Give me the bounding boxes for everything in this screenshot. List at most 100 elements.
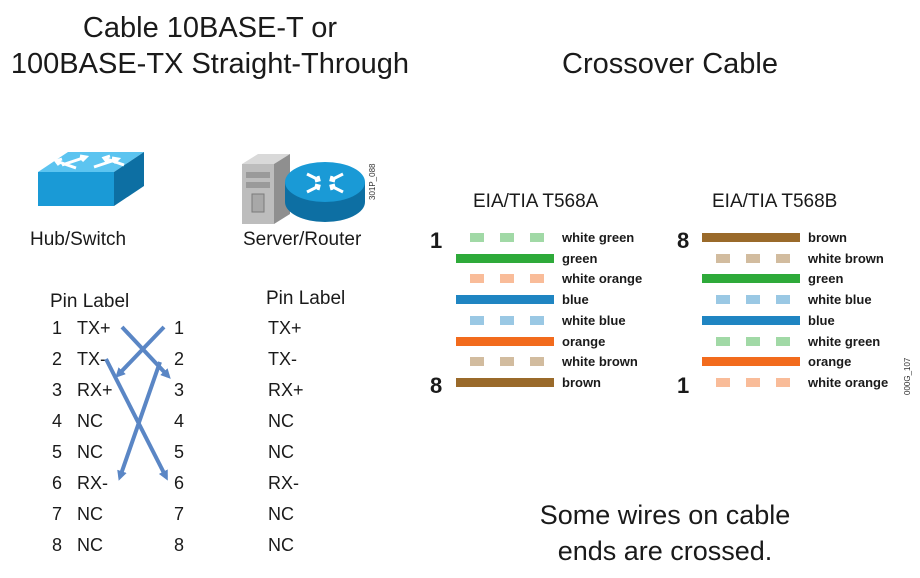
- right-pin-signal: TX-: [268, 349, 297, 369]
- t568b-wire-stripe: [746, 253, 760, 263]
- t568a-wire: white green: [456, 230, 676, 248]
- t568a-wire-label: white brown: [562, 354, 638, 370]
- t568a-wire-stripe: [470, 274, 484, 284]
- router-icon: [285, 162, 365, 222]
- t568a-wire: white brown: [456, 354, 676, 372]
- left-pin-signal: NC: [77, 535, 103, 555]
- straight-title-line-2: 100BASE-TX Straight-Through: [10, 48, 410, 80]
- t568b-wire-stripe: [776, 253, 790, 263]
- t568a-wire: white blue: [456, 313, 676, 331]
- left-pin-number: 5: [52, 442, 63, 462]
- t568b-wire-stripe: [746, 295, 760, 305]
- right-pin-signal: NC: [268, 411, 294, 431]
- t568b-wire: brown: [702, 230, 912, 248]
- t568b-wire: white blue: [702, 292, 912, 310]
- left-pin-number: 8: [52, 535, 63, 555]
- t568a-wire-list: white green green white orange blue white bl…: [456, 230, 676, 393]
- t568b-wire: blue: [702, 312, 912, 331]
- t568b-wire: white green: [702, 333, 912, 352]
- t568b-wire-stripe: [716, 377, 730, 387]
- t568b-wire-label: white orange: [808, 374, 889, 390]
- t568b-pin-1: 1: [677, 373, 690, 398]
- t568b-wire-stripe: [776, 336, 790, 346]
- straight-through-title: Cable 10BASE-T or 100BASE-TX Straight-Th…: [10, 10, 410, 82]
- right-pin-number: 5: [174, 442, 185, 462]
- t568b-wire-label: white blue: [808, 292, 872, 308]
- crossover-note-line-1: Some wires on cable: [539, 500, 791, 530]
- right-pin-signal: RX-: [268, 473, 299, 493]
- left-pin-signal: NC: [77, 442, 103, 462]
- hub-switch-icon: [38, 152, 144, 206]
- t568b-wire-label: green: [808, 271, 844, 287]
- crossover-note-line-2: ends are crossed.: [557, 536, 773, 566]
- t568b-wire-label: blue: [808, 312, 835, 328]
- t568a-pin-1: 1: [430, 228, 443, 253]
- server-icon: [242, 154, 290, 224]
- left-pin-signal: TX+: [77, 318, 111, 338]
- t568a-wire-stripe: [470, 357, 484, 367]
- t568b-wire-stripe: [716, 336, 730, 346]
- t568b-wire-list: brown white brown green white blue blue white…: [702, 230, 912, 393]
- t568b-wire: orange: [702, 354, 912, 372]
- t568a-wire: orange: [456, 334, 676, 352]
- right-pin-number: 7: [174, 504, 185, 524]
- right-pin-number: 3: [174, 380, 185, 400]
- t568a-wire-solid: [456, 253, 554, 263]
- left-pin-signal: RX+: [77, 380, 113, 400]
- t568b-wire-label: white green: [808, 333, 881, 349]
- t568a-wire-stripe: [500, 274, 514, 284]
- figure-code: 000G_107: [903, 357, 912, 395]
- t568a-wire-stripe: [470, 315, 484, 325]
- right-pin-number: 8: [174, 535, 185, 555]
- t568a-wire-solid: [456, 295, 554, 305]
- right-pin-label-header: Pin Label: [266, 288, 346, 309]
- arrow-rx-plus-return: [115, 325, 166, 378]
- t568a-wire-label: white orange: [562, 271, 643, 287]
- t568b-wire: white orange: [702, 374, 912, 393]
- left-pin-signal: NC: [77, 504, 103, 524]
- left-pin-number: 6: [52, 473, 63, 493]
- t568a-wire: brown: [456, 374, 676, 393]
- right-pin-signal: NC: [268, 442, 294, 462]
- right-pin-number: 1: [174, 318, 185, 338]
- t568b-wire-stripe: [716, 253, 730, 263]
- t568b-wire-solid: [702, 315, 800, 325]
- t568b-wire-solid: [702, 233, 800, 242]
- t568a-wire-label: green: [562, 250, 598, 266]
- t568a-wire-solid: [456, 377, 554, 387]
- server-router-label: Server/Router: [243, 229, 362, 250]
- t568b-title: EIA/TIA T568B: [712, 191, 838, 212]
- t568b-wire-label: white brown: [808, 250, 884, 266]
- t568a-wire: white orange: [456, 271, 676, 289]
- right-pin-signal: RX+: [268, 380, 304, 400]
- crossover-note: Some wires on cable ends are crossed.: [490, 497, 840, 569]
- t568a-wire-label: brown: [562, 374, 601, 390]
- t568b-wire-stripe: [776, 377, 790, 387]
- left-pin-signal: RX-: [77, 473, 108, 493]
- left-pin-label-header: Pin Label: [50, 291, 130, 312]
- t568a-title: EIA/TIA T568A: [473, 191, 599, 212]
- t568a-wire-stripe: [470, 233, 484, 242]
- t568a-wire-stripe: [530, 357, 544, 367]
- t568b-wire: green: [702, 271, 912, 289]
- right-pin-number: 6: [174, 473, 185, 493]
- t568a-wire-stripe: [530, 274, 544, 284]
- arrow-tx-minus-to-rx-minus: [104, 358, 168, 481]
- t568b-wire-solid: [702, 357, 800, 367]
- t568a-wire-stripe: [530, 315, 544, 325]
- t568b-wire-stripe: [746, 377, 760, 387]
- left-pin-signal: NC: [77, 411, 103, 431]
- left-pin-signal: TX-: [77, 349, 106, 369]
- left-pin-number: 2: [52, 349, 63, 369]
- arrow-tx-plus-to-rx-plus: [120, 325, 171, 379]
- t568a-wire-stripe: [500, 233, 514, 242]
- left-pin-number: 4: [52, 411, 63, 431]
- t568a-wire: green: [456, 250, 676, 269]
- t568a-wire-solid: [456, 336, 554, 346]
- straight-title-line-1: Cable 10BASE-T or: [82, 12, 338, 44]
- t568b-pin-8: 8: [677, 228, 690, 253]
- t568a-wire-label: blue: [562, 292, 589, 308]
- t568b-wire-solid: [702, 274, 800, 284]
- t568b-wire-label: orange: [808, 354, 852, 370]
- t568b-wire: white brown: [702, 250, 912, 269]
